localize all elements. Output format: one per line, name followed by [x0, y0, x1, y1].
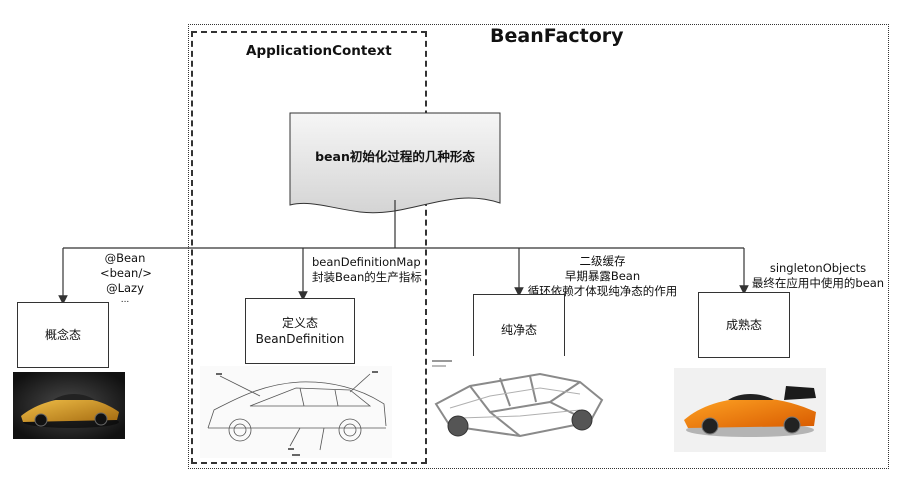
state-concept-box: 概念态	[17, 302, 109, 368]
concept-annotation: @Bean <bean/> @Lazy ...	[100, 251, 152, 306]
definition-annotation: beanDefinitionMap 封装Bean的生产指标	[312, 255, 422, 285]
mature-annotation: singletonObjects 最终在应用中使用的bean	[748, 261, 888, 291]
annotation-line: <bean/>	[100, 265, 152, 280]
car-concept-icon	[13, 372, 125, 439]
annotation-line: @Bean	[104, 251, 146, 265]
state-label: 成熟态	[725, 317, 762, 332]
annotation-line: 封装Bean的生产指标	[312, 269, 422, 284]
root-node-label: bean初始化过程的几种形态	[315, 148, 475, 164]
car-blueprint-icon	[200, 366, 392, 458]
state-definition-box: 定义态 BeanDefinition	[245, 298, 355, 364]
state-label: 纯净态	[500, 322, 537, 337]
annotation-line: beanDefinitionMap	[312, 255, 421, 269]
state-label-sub: BeanDefinition	[255, 332, 345, 346]
bean-factory-title: BeanFactory	[490, 25, 624, 47]
state-pure-box: 纯净态	[473, 294, 565, 366]
annotation-line: 早期暴露Bean	[564, 268, 641, 283]
application-context-title: ApplicationContext	[246, 43, 392, 59]
annotation-line: 最终在应用中使用的bean	[751, 275, 885, 290]
bean-factory-frame	[188, 24, 889, 469]
annotation-line: ...	[120, 294, 130, 305]
annotation-line: @Lazy	[106, 280, 144, 295]
state-label: 概念态	[44, 327, 81, 342]
root-document-shape	[289, 112, 501, 214]
car-chassis-icon	[430, 356, 608, 454]
annotation-line: 循环依赖才体现纯净态的作用	[527, 283, 678, 298]
car-finished-icon	[674, 368, 826, 452]
annotation-line: singletonObjects	[769, 261, 867, 275]
pure-annotation: 二级缓存 早期暴露Bean 循环依赖才体现纯净态的作用	[515, 254, 690, 299]
state-label: 定义态	[281, 315, 318, 330]
state-mature-box: 成熟态	[698, 292, 790, 358]
annotation-line: 二级缓存	[579, 254, 626, 268]
